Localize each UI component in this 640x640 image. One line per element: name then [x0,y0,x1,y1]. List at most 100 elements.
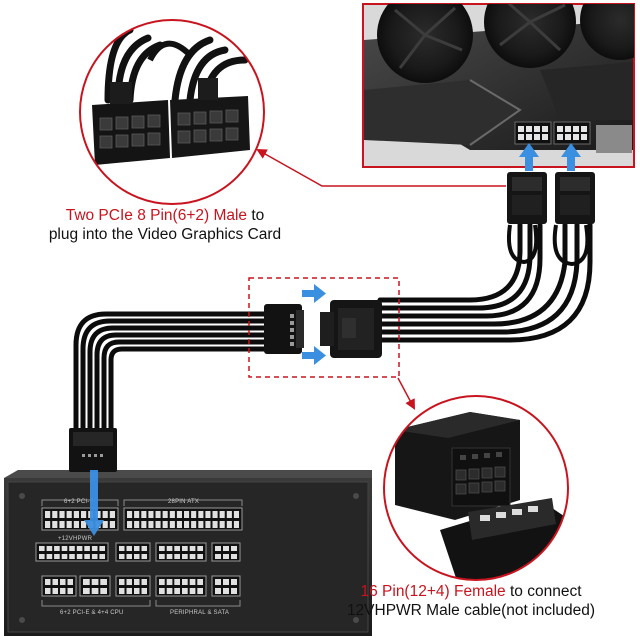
psu-socket-pin [109,511,115,518]
psu-label-pcie-top: 6+2 PCI-E [64,499,94,505]
psu-socket-pin [134,546,140,551]
psu-socket-pin [73,511,79,518]
psu-socket-pin [212,521,218,528]
psu-socket-pin [54,554,60,559]
psu-socket-pin [166,588,173,594]
psu-socket-pin [54,546,60,551]
psu-socket-pin [45,511,51,518]
psu-socket-pin [134,521,140,528]
psu-socket-pin [67,579,73,585]
psu-socket-pin [215,579,221,585]
psu-socket-pin [198,511,204,518]
psu-socket-pin [176,521,182,528]
psu-socket-pin [81,521,87,528]
psu-socket-pin [59,511,65,518]
psu-socket-pin [66,511,72,518]
psu-socket-pin [52,521,58,528]
psu-socket-pin [83,579,90,585]
16pin-connector-closeup [383,395,569,581]
power-supply-unit: 6+2 PCI-E 28PIN ATX +12VHPWR 6+2 PCI-E &… [4,470,372,636]
psu-socket-pin [45,588,51,594]
callout-arrow-gpu-to-plug [256,148,506,187]
psu-socket-pin [215,546,221,551]
gpu-photo [362,3,635,168]
psu-socket-pin [223,546,229,551]
pcie-plug-closeup [79,19,265,205]
psu-socket-pin [134,588,140,594]
psu-label-hpwr: +12VHPWR [58,536,93,542]
psu-socket-pin [141,546,147,551]
psu-socket-pin [174,546,180,551]
psu-socket-pin [45,521,51,528]
psu-socket-pin [141,588,147,594]
psu-socket-pin [155,521,161,528]
psu-socket-pin [141,554,147,559]
psu-socket-pin [134,579,140,585]
psu-socket-pin [159,546,165,551]
psu-socket-pin [73,521,79,528]
psu-socket-pin [102,511,108,518]
insert-arrow-gpu-right [561,143,581,171]
psu-socket-pin [162,521,168,528]
insert-arrow-psu [84,470,104,536]
psu-socket-pin [219,521,225,528]
psu-socket-pin [189,554,196,559]
psu-socket-pin [223,554,229,559]
psu-socket-pin [91,546,98,551]
psu-socket-pin [169,511,175,518]
psu-socket-pin [233,521,239,528]
psu-socket-pin [215,554,221,559]
psu-socket-pin [127,521,133,528]
psu-socket-pin [100,579,107,585]
psu-socket-pin [231,588,237,594]
psu-socket-pin [61,546,68,551]
psu-socket-pin [91,579,99,585]
psu-socket-pin [52,511,58,518]
psu-socket-pin [148,511,154,518]
psu-socket-pin [91,554,98,559]
caption-16pin-line2: 12VHPWR Male cable(not included) [346,602,596,619]
psu-socket-pin [141,511,147,518]
psu-socket-pin [126,588,132,594]
psu-socket-pin [84,546,90,551]
psu-socket-pin [99,546,105,551]
psu-socket-pin [189,588,196,594]
psu-socket-pin [61,554,68,559]
psu-socket-pin [182,554,188,559]
psu-socket-pin [155,511,161,518]
psu-socket-pin [46,554,53,559]
psu-socket-pin [119,579,125,585]
psu-socket-pin [231,579,237,585]
psu-socket-pin [46,546,53,551]
psu-socket-pin [197,579,203,585]
psu-socket-pin [191,521,197,528]
16pin-connector [320,300,382,358]
caption-pcie-rest: to [247,207,265,224]
insert-arrow-gpu-left [519,143,539,171]
psu-socket-pin [81,511,87,518]
psu-socket-pin [99,554,105,559]
psu-socket-pin [126,554,132,559]
psu-socket-pin [174,554,180,559]
psu-socket-pin [223,588,229,594]
insert-arrow-upper [302,284,326,303]
psu-socket-pin [109,521,115,528]
psu-socket-pin [100,588,107,594]
psu-socket-pin [102,521,108,528]
psu-socket-pin [176,511,182,518]
psu-socket-pin [141,579,147,585]
psu-socket-pin [174,588,180,594]
psu-socket-pin [52,579,58,585]
pcie-8pin-plug-left [507,172,547,224]
caption-pcie: Two PCIe 8 Pin(6+2) Male to plug into th… [20,206,310,244]
psu-socket-pin [76,554,83,559]
psu-socket-pin [159,579,165,585]
psu-socket-pin [76,546,83,551]
cable-bundle [73,222,593,433]
psu-socket-pin [39,554,45,559]
psu-socket-pin [166,554,173,559]
psu-socket-pin [169,521,175,528]
psu-socket-pin [126,579,132,585]
psu-socket-pin [134,511,140,518]
